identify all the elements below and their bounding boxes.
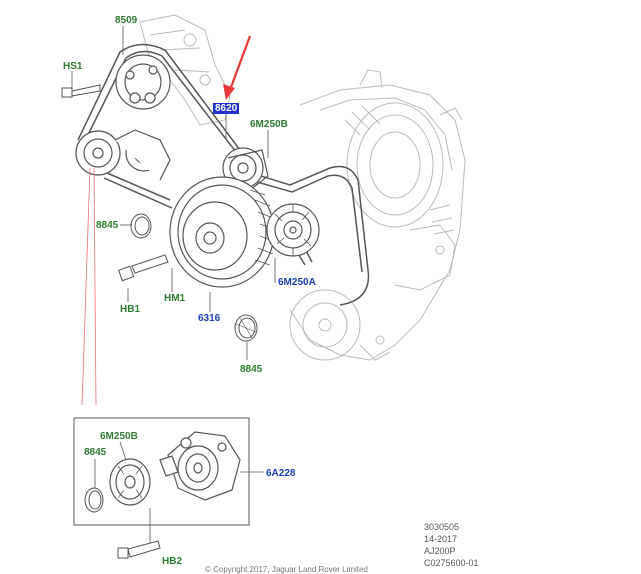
callout-hb1: HB1 xyxy=(120,304,141,315)
detail-inset xyxy=(73,417,264,535)
detail-dust-cap xyxy=(84,487,104,513)
idler-pulley-6m250a xyxy=(266,203,320,257)
copyright-footer: © Copyright 2017, Jaguar Land Rover Limi… xyxy=(205,565,368,574)
callout-8509: 8509 xyxy=(115,15,138,26)
ref-code-3: AJ200P xyxy=(424,546,456,556)
callout-6m250b: 6M250B xyxy=(250,119,288,130)
detail-tensioner-6a228 xyxy=(159,431,241,501)
detail-pulley-6m250b xyxy=(109,458,151,506)
callout-hm1: HM1 xyxy=(164,293,186,304)
bolt-hb1 xyxy=(118,254,169,282)
detail-leader-lines xyxy=(81,167,97,406)
callout-6316: 6316 xyxy=(198,313,221,324)
tensioner-left-pulleys xyxy=(75,129,171,181)
callout-detail-8845: 8845 xyxy=(84,447,107,458)
crankshaft-damper-6316 xyxy=(169,176,276,288)
callout-hs1: HS1 xyxy=(63,61,83,72)
callout-8620: 8620 xyxy=(213,103,240,114)
callout-8845-bottom: 8845 xyxy=(240,364,263,375)
callout-detail-6m250b: 6M250B xyxy=(100,431,138,442)
callout-hb2: HB2 xyxy=(162,556,183,567)
callout-detail-6a228: 6A228 xyxy=(266,468,296,479)
ref-code-1: 3030505 xyxy=(424,522,460,532)
red-pointer-arrow xyxy=(223,35,252,100)
bolt-hs1 xyxy=(61,84,101,98)
dust-cap-8845-left xyxy=(130,213,152,239)
idler-pulley-8509 xyxy=(115,54,171,110)
callout-8845-left: 8845 xyxy=(96,220,119,231)
bolt-hb2 xyxy=(117,535,161,559)
alternator-outline xyxy=(289,69,466,361)
ref-code-4: C0275600-01 xyxy=(424,558,479,568)
dust-cap-8845-bottom xyxy=(234,314,258,342)
ref-code-2: 14-2017 xyxy=(424,534,458,544)
detail-leaders xyxy=(94,441,264,535)
callout-6m250a: 6M250A xyxy=(278,277,316,288)
leader-lines xyxy=(71,26,276,360)
drive-belt xyxy=(77,43,370,306)
